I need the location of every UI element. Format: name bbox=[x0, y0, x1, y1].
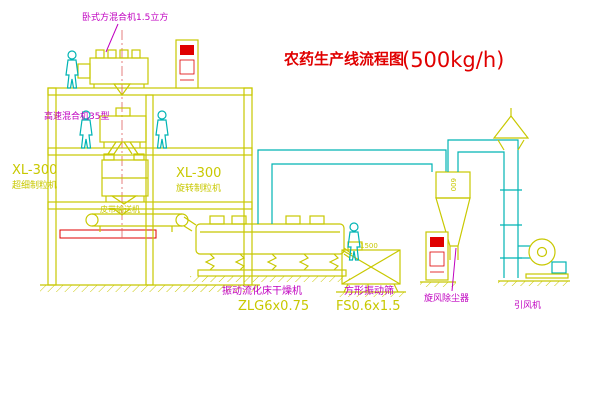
label-granulator-left-model: XL-300 bbox=[12, 163, 57, 178]
leader-line-top-mixer bbox=[105, 23, 119, 53]
granulator bbox=[101, 153, 149, 205]
leader-line-cyclone bbox=[451, 247, 457, 292]
high-speed-mixer bbox=[99, 107, 147, 155]
label-high-speed-mixer: 高速混合机35型 bbox=[44, 110, 109, 122]
cyclone-dust-collector bbox=[435, 171, 471, 260]
control-cabinet-2 bbox=[425, 231, 449, 281]
label-sieve-name: 方形振动筛 bbox=[344, 284, 394, 297]
worker-figure bbox=[155, 110, 169, 149]
induced-draft-fan bbox=[525, 238, 569, 279]
label-dryer-name: 振动流化床干燥机 bbox=[222, 284, 302, 297]
ground-foundations bbox=[40, 229, 570, 297]
vibrating-sieve bbox=[341, 241, 401, 293]
building-frame bbox=[47, 87, 253, 286]
label-granulator-left-name: 超细制粒机 bbox=[12, 179, 57, 191]
label-fan: 引风机 bbox=[514, 299, 541, 311]
label-sieve-model: FS0.6x1.5 bbox=[336, 299, 401, 314]
label-duct-dimension: 600 bbox=[449, 178, 457, 191]
diagram-title: 农药生产线流程图 bbox=[283, 50, 404, 68]
red-foundation-hatch bbox=[59, 229, 157, 239]
duct-dryer-to-cyclone bbox=[257, 149, 447, 224]
duct-cyclone-to-stack bbox=[447, 139, 530, 278]
label-cyclone: 旋风除尘器 bbox=[424, 292, 469, 304]
label-dryer-model: ZLG6x0.75 bbox=[238, 299, 309, 314]
label-horizontal-mixer: 卧式方混合机1.5立方 bbox=[82, 11, 168, 23]
belt-conveyor bbox=[85, 208, 197, 232]
control-cabinet-1 bbox=[175, 39, 199, 89]
label-granulator-right-name: 旋转制粒机 bbox=[176, 182, 221, 194]
diagram-title-capacity: (500kg/h) bbox=[402, 48, 504, 72]
label-belt-conveyor: 皮带输送机 bbox=[100, 204, 140, 214]
label-sieve-dimension: 1500 bbox=[360, 242, 378, 250]
worker-figure bbox=[65, 50, 79, 89]
fluid-bed-dryer bbox=[195, 215, 353, 277]
exhaust-stack-cap bbox=[492, 108, 530, 151]
label-granulator-right-model: XL-300 bbox=[176, 166, 221, 181]
